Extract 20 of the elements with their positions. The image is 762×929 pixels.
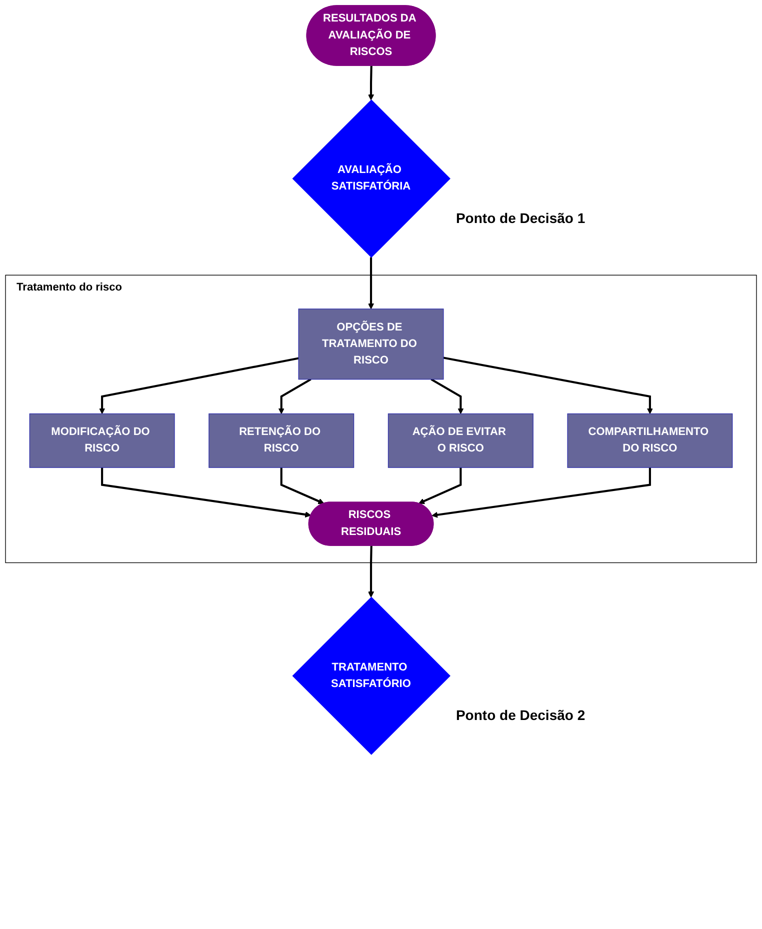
node-box: OPÇÕES DE TRATAMENTO DO RISCO <box>298 308 444 380</box>
node-box: RETENÇÃO DO RISCO <box>208 413 354 468</box>
node-box: COMPARTILHAMENTO DO RISCO <box>567 413 733 468</box>
arrow <box>278 378 312 414</box>
arrow <box>368 546 374 598</box>
decision-point-note: Ponto de Decisão 2 <box>456 707 586 724</box>
arrow <box>368 257 374 310</box>
decision-point-note: Ponto de Decisão 1 <box>456 210 586 226</box>
node-box: AÇÃO DE EVITAR O RISCO <box>388 413 534 468</box>
arrow <box>418 468 462 504</box>
arrow <box>430 378 464 414</box>
node-box: MODIFICAÇÃO DO RISCO <box>29 413 175 468</box>
arrow <box>443 356 653 414</box>
arrow <box>432 468 651 518</box>
arrow <box>99 357 299 414</box>
arrow <box>101 468 312 518</box>
arrow <box>368 66 374 100</box>
node-diamond: TRATAMENTO SATISFATÓRIO <box>292 596 450 755</box>
arrow <box>280 468 324 504</box>
node-diamond: AVALIAÇÃO SATISFATÓRIA <box>292 100 450 258</box>
